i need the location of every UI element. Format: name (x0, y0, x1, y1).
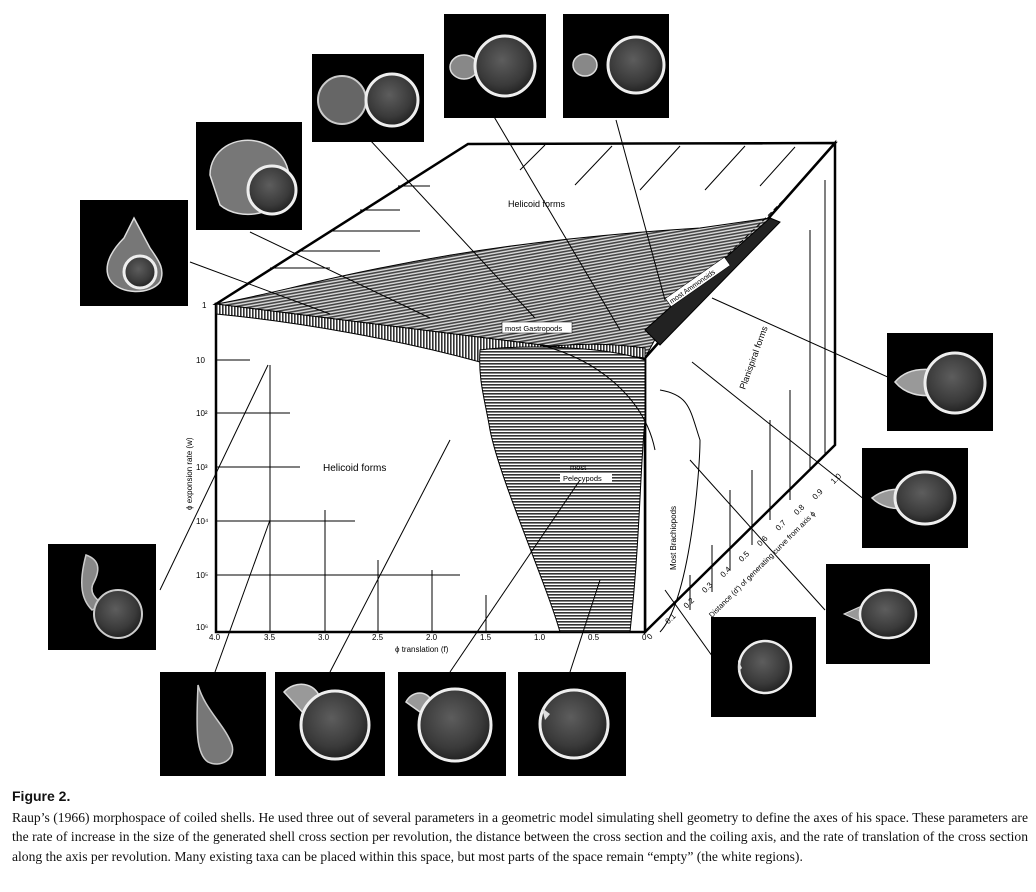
shell-photo-planispiral-4 (711, 617, 816, 717)
pelecypods-edge-curve (539, 344, 656, 451)
shell-photo-globose-right (563, 14, 669, 118)
label-gastropods: most Gastropods (505, 324, 562, 333)
shell-photo-globose-left (444, 14, 546, 118)
shell-photo-left-edge (48, 544, 156, 650)
shell-photo-tall-spire (80, 200, 188, 306)
dashed-boundary (644, 142, 836, 331)
d-tick-0-9: 0.9 (811, 487, 826, 502)
leader-lines (159, 114, 891, 673)
d-tick-0-7: 0.7 (774, 518, 789, 533)
x-axis-label: ϕ translation (f) (395, 645, 449, 654)
x-tick-3-0: 3.0 (318, 633, 330, 642)
y-tick-1000000: 10⁶ (196, 623, 208, 632)
x-tick-1-0: 1.0 (534, 633, 546, 642)
x-tick-2-5: 2.5 (372, 633, 384, 642)
shell-photo-bottom-3 (398, 672, 506, 776)
ammonoids-region (644, 217, 781, 346)
shell-photo-bottom-2 (275, 672, 385, 776)
morphospace-cube (212, 139, 838, 635)
y-tick-100000: 10⁵ (196, 571, 208, 580)
front-grid-lines (216, 359, 487, 632)
d-tick-0: 0 (645, 632, 655, 642)
y-axis-label: ϕ exponsion rate (w) (185, 437, 194, 510)
y-tick-10: 10 (196, 356, 205, 365)
y-tick-1: 1 (202, 301, 207, 310)
d-tick-0-4: 0.4 (719, 565, 734, 580)
d-tick-0-3: 0.3 (700, 580, 715, 595)
brachiopods-curve (659, 389, 701, 633)
morphospace-figure: 1 10 10² 10³ 10⁴ 10⁵ 10⁶ ϕ exponsion rat… (48, 14, 993, 776)
pelecypods-region (479, 346, 646, 633)
x-tick-1-5: 1.5 (480, 633, 492, 642)
label-pelecypods-most: most (570, 463, 587, 472)
x-tick-2-0: 2.0 (426, 633, 438, 642)
label-helicoid-top: Helicoid forms (508, 199, 566, 209)
figure-caption-text: Raup’s (1966) morphospace of coiled shel… (12, 810, 1028, 864)
d-tick-0-2: 0.2 (682, 596, 697, 611)
shell-photo-planispiral-1 (887, 333, 993, 431)
shell-photo-bottom-4 (518, 672, 626, 776)
shell-photo-planispiral-3 (826, 564, 930, 664)
label-helicoid-front: Helicoid forms (323, 463, 386, 474)
y-axis: 1 10 10² 10³ 10⁴ 10⁵ 10⁶ ϕ exponsion rat… (185, 301, 209, 632)
figure-caption-label: Figure 2. (12, 788, 71, 804)
d-tick-0-5: 0.5 (737, 549, 752, 564)
shell-photos (48, 14, 993, 776)
y-tick-1000: 10³ (196, 463, 208, 472)
shell-photo-bottom-1 (160, 672, 266, 776)
top-grid-lines (270, 144, 796, 269)
x-tick-3-5: 3.5 (264, 633, 276, 642)
label-brachiopods: Most Brachiopods (669, 506, 678, 570)
right-grid-lines (689, 180, 826, 610)
shell-photo-planispiral-2 (862, 448, 968, 548)
x-tick-4-0: 4.0 (209, 633, 221, 642)
x-axis: 4.0 3.5 3.0 2.5 2.0 1.5 1.0 0.5 0 ϕ tran… (209, 633, 647, 654)
y-tick-10000: 10⁴ (196, 517, 209, 526)
shell-photo-trochoid (196, 122, 302, 230)
label-pelecypods: Pelecypods (563, 474, 602, 483)
x-tick-0: 0 (642, 633, 647, 642)
x-tick-0-5: 0.5 (588, 633, 600, 642)
y-tick-100: 10² (196, 409, 208, 418)
gastropods-region (215, 217, 772, 359)
shell-photo-double-coil (312, 54, 424, 142)
